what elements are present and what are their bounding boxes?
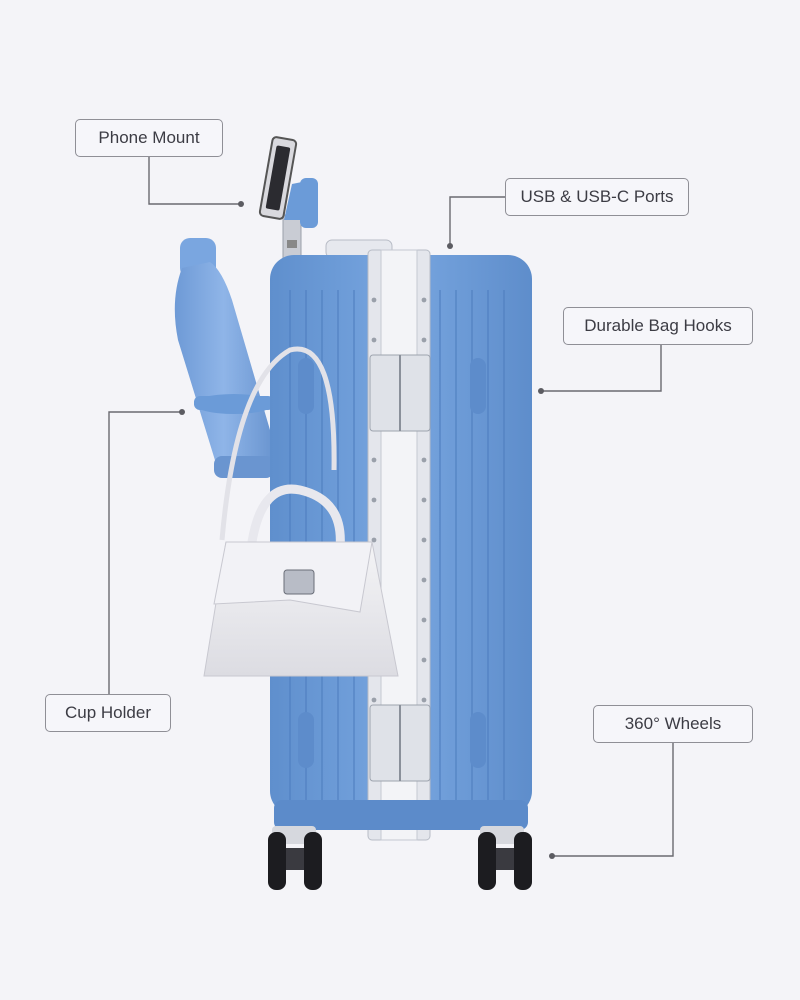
suitcase-body bbox=[270, 239, 532, 841]
cup-holder bbox=[194, 394, 274, 478]
callout-bag-hooks: Durable Bag Hooks bbox=[563, 307, 753, 345]
callout-wheels: 360° Wheels bbox=[593, 705, 753, 743]
wheels bbox=[268, 826, 532, 890]
water-bottle bbox=[174, 238, 273, 478]
callout-phone-mount: Phone Mount bbox=[75, 119, 223, 157]
handbag bbox=[203, 346, 399, 677]
callout-cup-holder: Cup Holder bbox=[45, 694, 171, 732]
callout-usb-ports: USB & USB-C Ports bbox=[505, 178, 689, 216]
phone-mount bbox=[258, 136, 318, 276]
